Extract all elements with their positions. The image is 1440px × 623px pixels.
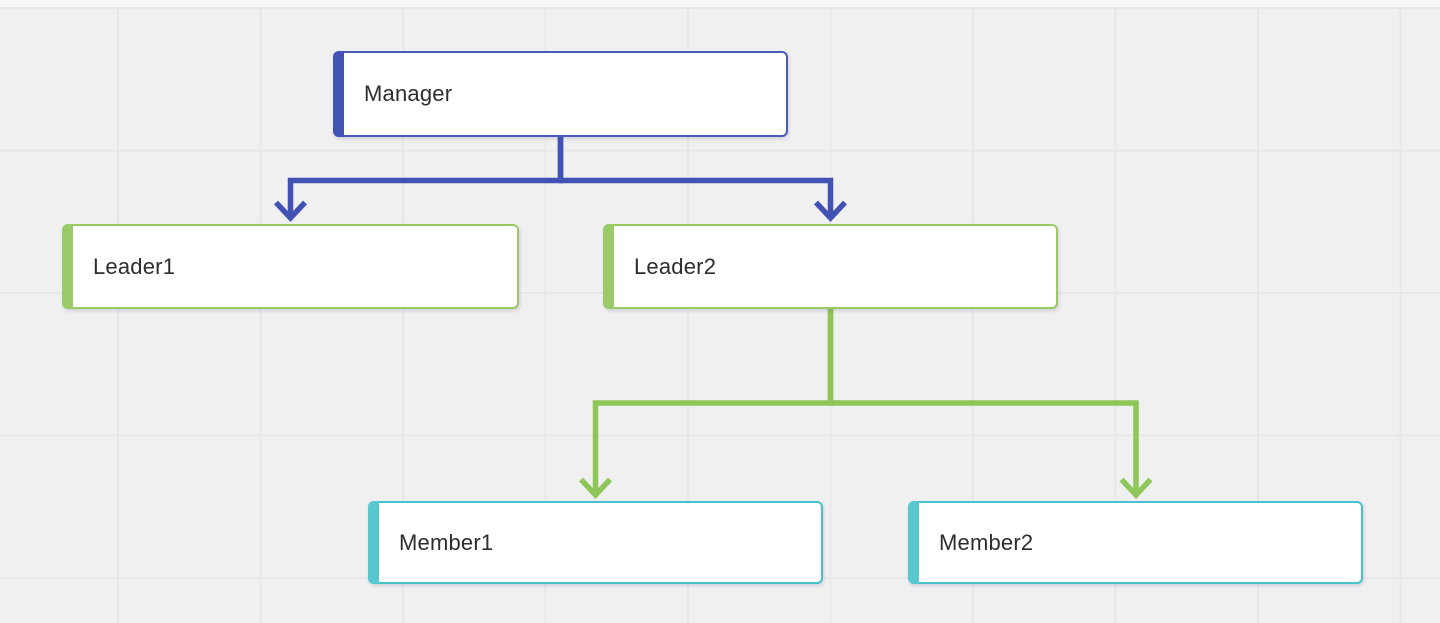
grid-top-strip xyxy=(0,0,1440,7)
edge-line xyxy=(287,137,564,215)
node-accent-bar xyxy=(333,51,344,137)
node-member2[interactable]: Member2 xyxy=(908,501,1363,584)
edge-line xyxy=(827,309,1139,492)
node-accent-bar xyxy=(62,224,73,309)
edge-line xyxy=(557,137,834,215)
edge-leader2-member2[interactable] xyxy=(827,309,1153,500)
edge-manager-leader1[interactable] xyxy=(273,137,564,223)
node-leader1[interactable]: Leader1 xyxy=(62,224,519,309)
node-label: Manager xyxy=(364,81,453,106)
node-label: Leader1 xyxy=(93,253,176,279)
node-label: Leader2 xyxy=(634,253,717,279)
node-accent-bar xyxy=(603,224,614,309)
node-label: Member2 xyxy=(939,529,1034,555)
edge-line xyxy=(592,309,834,492)
node-label: Member1 xyxy=(399,529,494,555)
node-member1[interactable]: Member1 xyxy=(368,501,823,584)
arrowhead-icon xyxy=(273,200,308,223)
arrowhead-icon xyxy=(1119,477,1153,500)
node-accent-bar xyxy=(908,501,919,584)
edge-manager-leader2[interactable] xyxy=(557,137,848,223)
arrowhead-icon xyxy=(578,477,613,500)
node-accent-bar xyxy=(368,501,379,584)
edge-leader2-member1[interactable] xyxy=(578,309,834,500)
arrowhead-icon xyxy=(813,200,848,223)
node-manager[interactable]: Manager xyxy=(333,51,788,137)
node-leader2[interactable]: Leader2 xyxy=(603,224,1058,309)
